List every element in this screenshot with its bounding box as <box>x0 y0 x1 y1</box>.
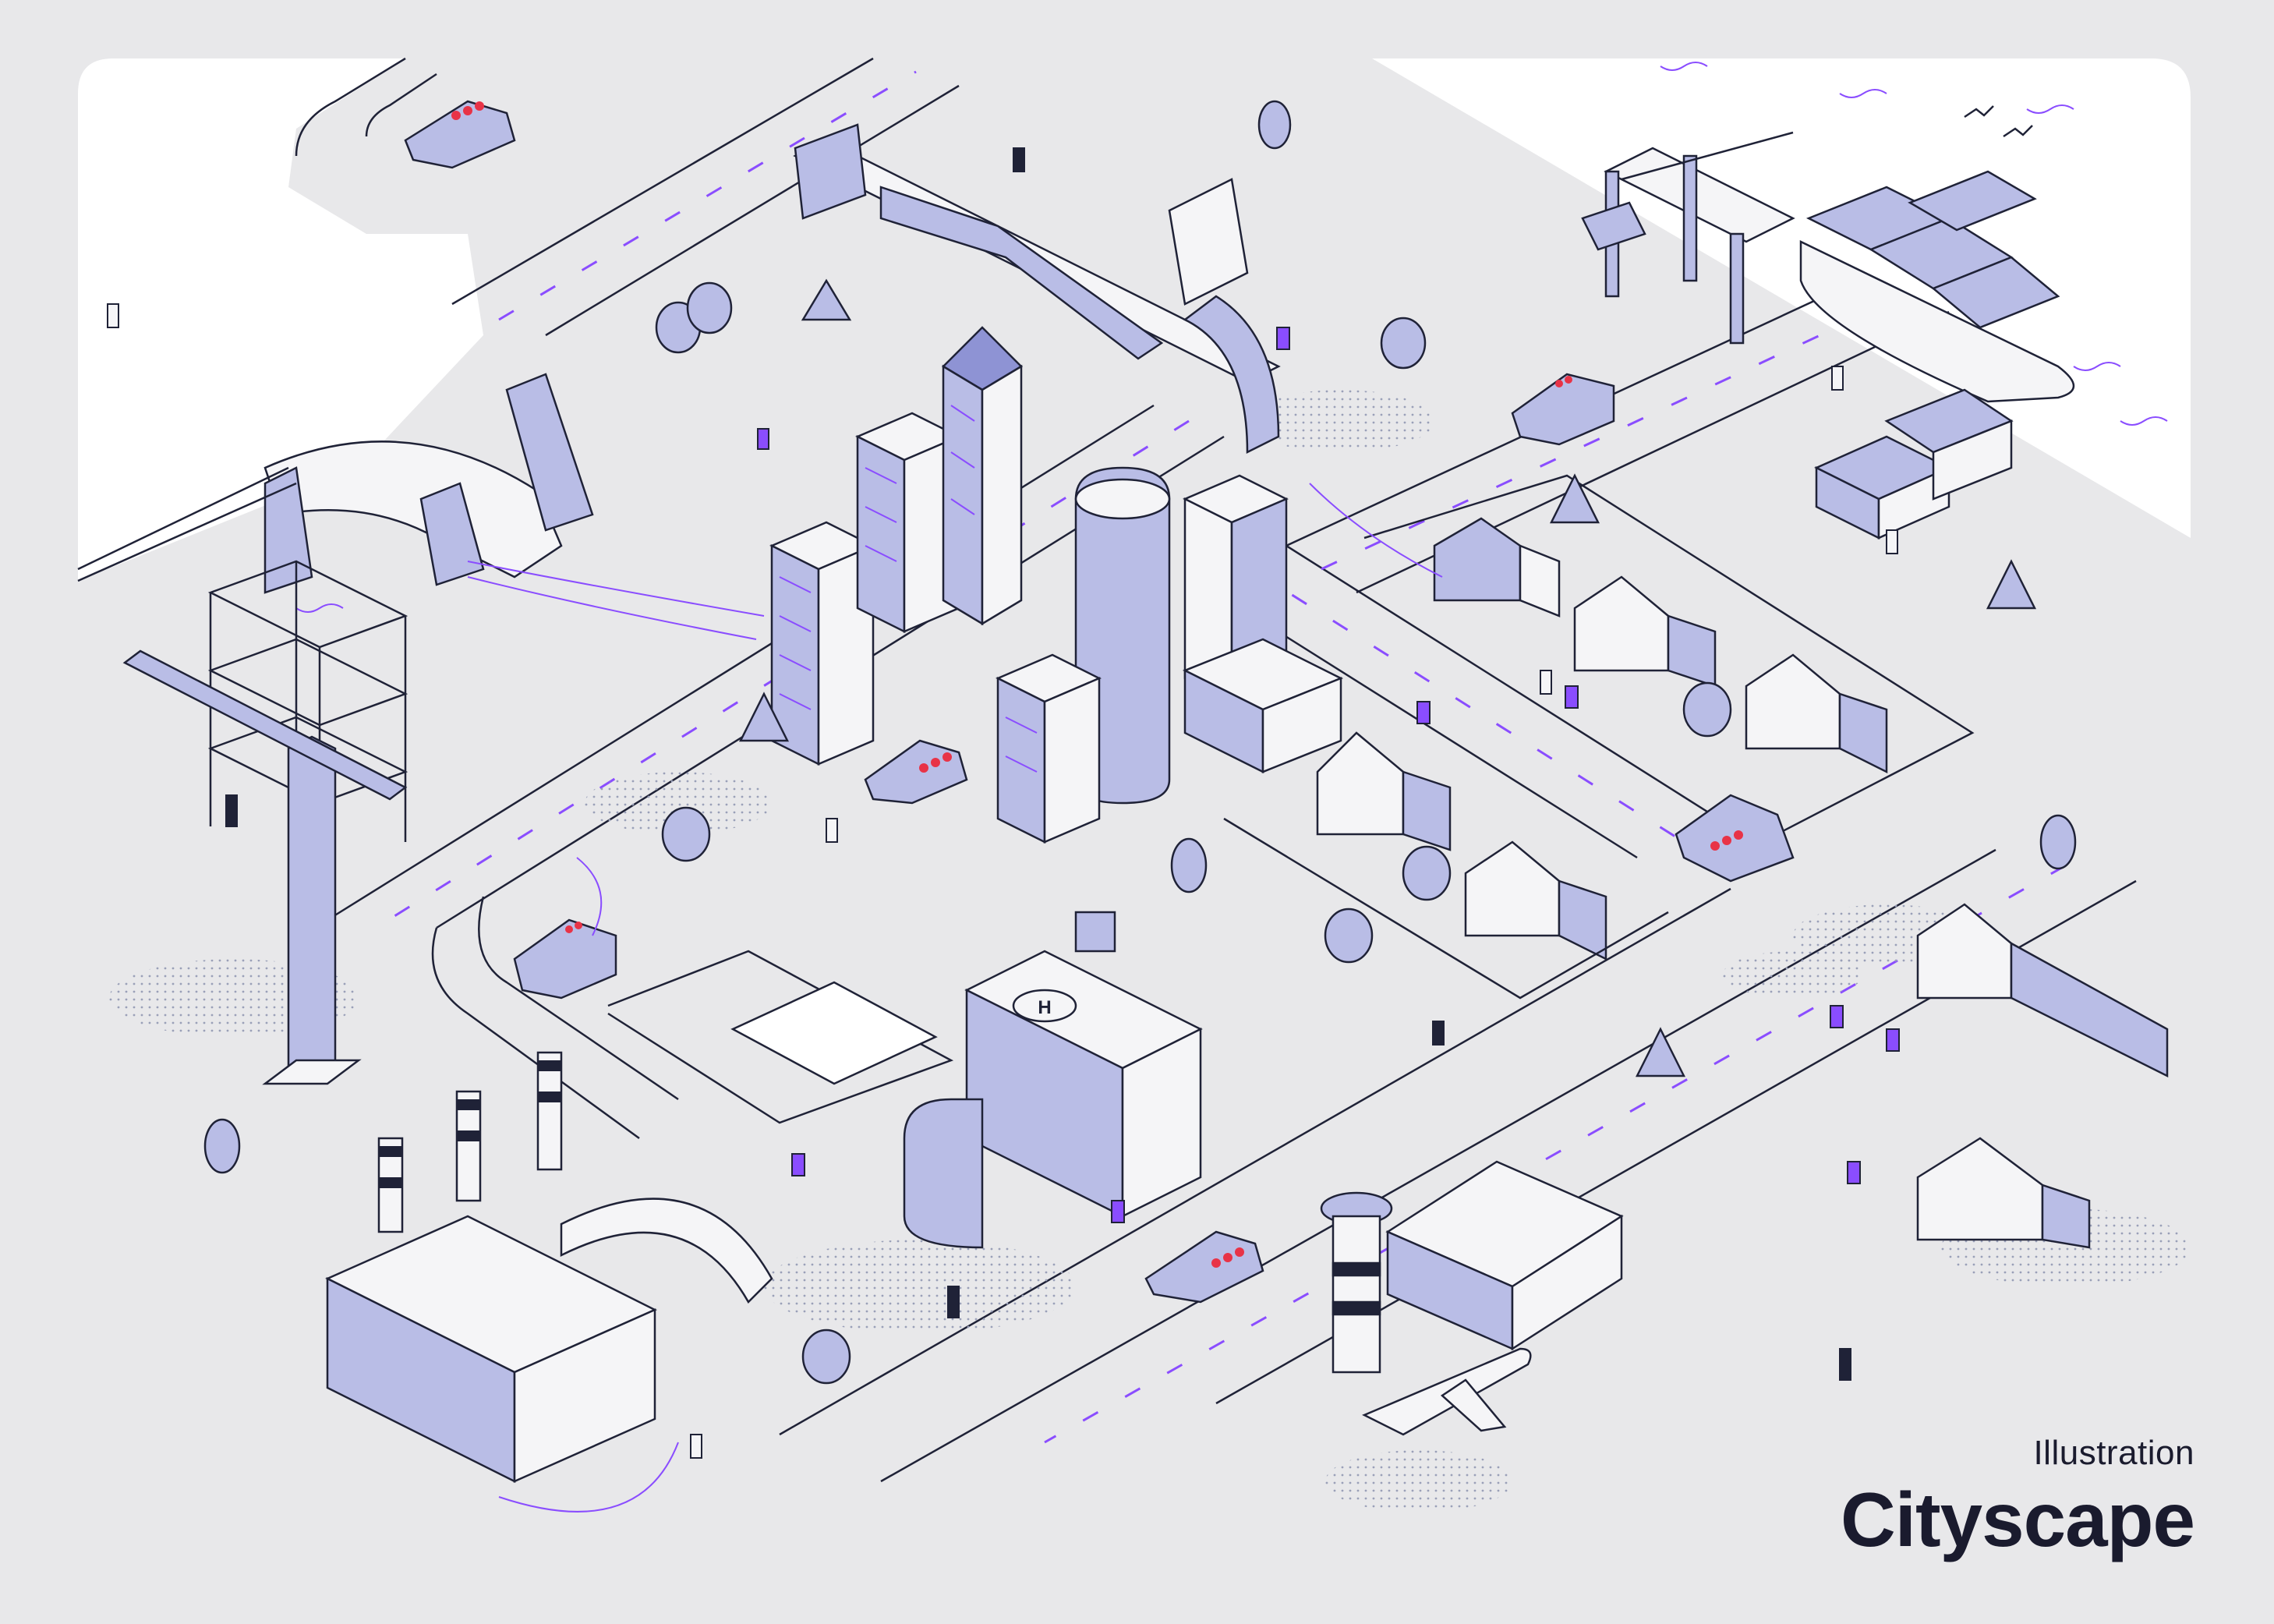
swimming-pool <box>730 981 938 1085</box>
elevated-rail <box>793 123 1281 455</box>
container-ship <box>1799 170 2075 403</box>
birds <box>1964 105 2033 138</box>
caption-title: Cityscape <box>1840 1477 2195 1563</box>
container-stacks <box>1814 388 2014 540</box>
water-ripples <box>295 62 2168 613</box>
airplane <box>1362 1347 1532 1436</box>
people <box>107 147 1900 1459</box>
gantry-crane <box>1581 131 1795 345</box>
white-panel-top-left <box>78 58 483 581</box>
caption-subtitle: Illustration <box>2033 1434 2194 1473</box>
vehicles <box>404 100 1795 1304</box>
white-panel-top-right <box>1372 58 2191 538</box>
caption-block: Illustration Cityscape <box>1840 1434 2195 1563</box>
factory <box>325 1051 773 1484</box>
residential-houses <box>1316 517 2169 1249</box>
fences <box>607 474 1975 1124</box>
dam-structure <box>77 373 594 594</box>
hospital <box>903 911 1203 1249</box>
airport-hangar <box>1385 1160 1624 1351</box>
trees <box>203 100 2077 1385</box>
chimney-stripes <box>379 1060 561 1188</box>
helipad-mark: H <box>1038 997 1051 1018</box>
tower-crane <box>122 649 408 1085</box>
window-grid <box>779 405 1038 773</box>
purple-pipes <box>467 483 1443 1513</box>
siren-lights <box>451 101 1743 1268</box>
control-tower <box>1320 1191 1393 1374</box>
